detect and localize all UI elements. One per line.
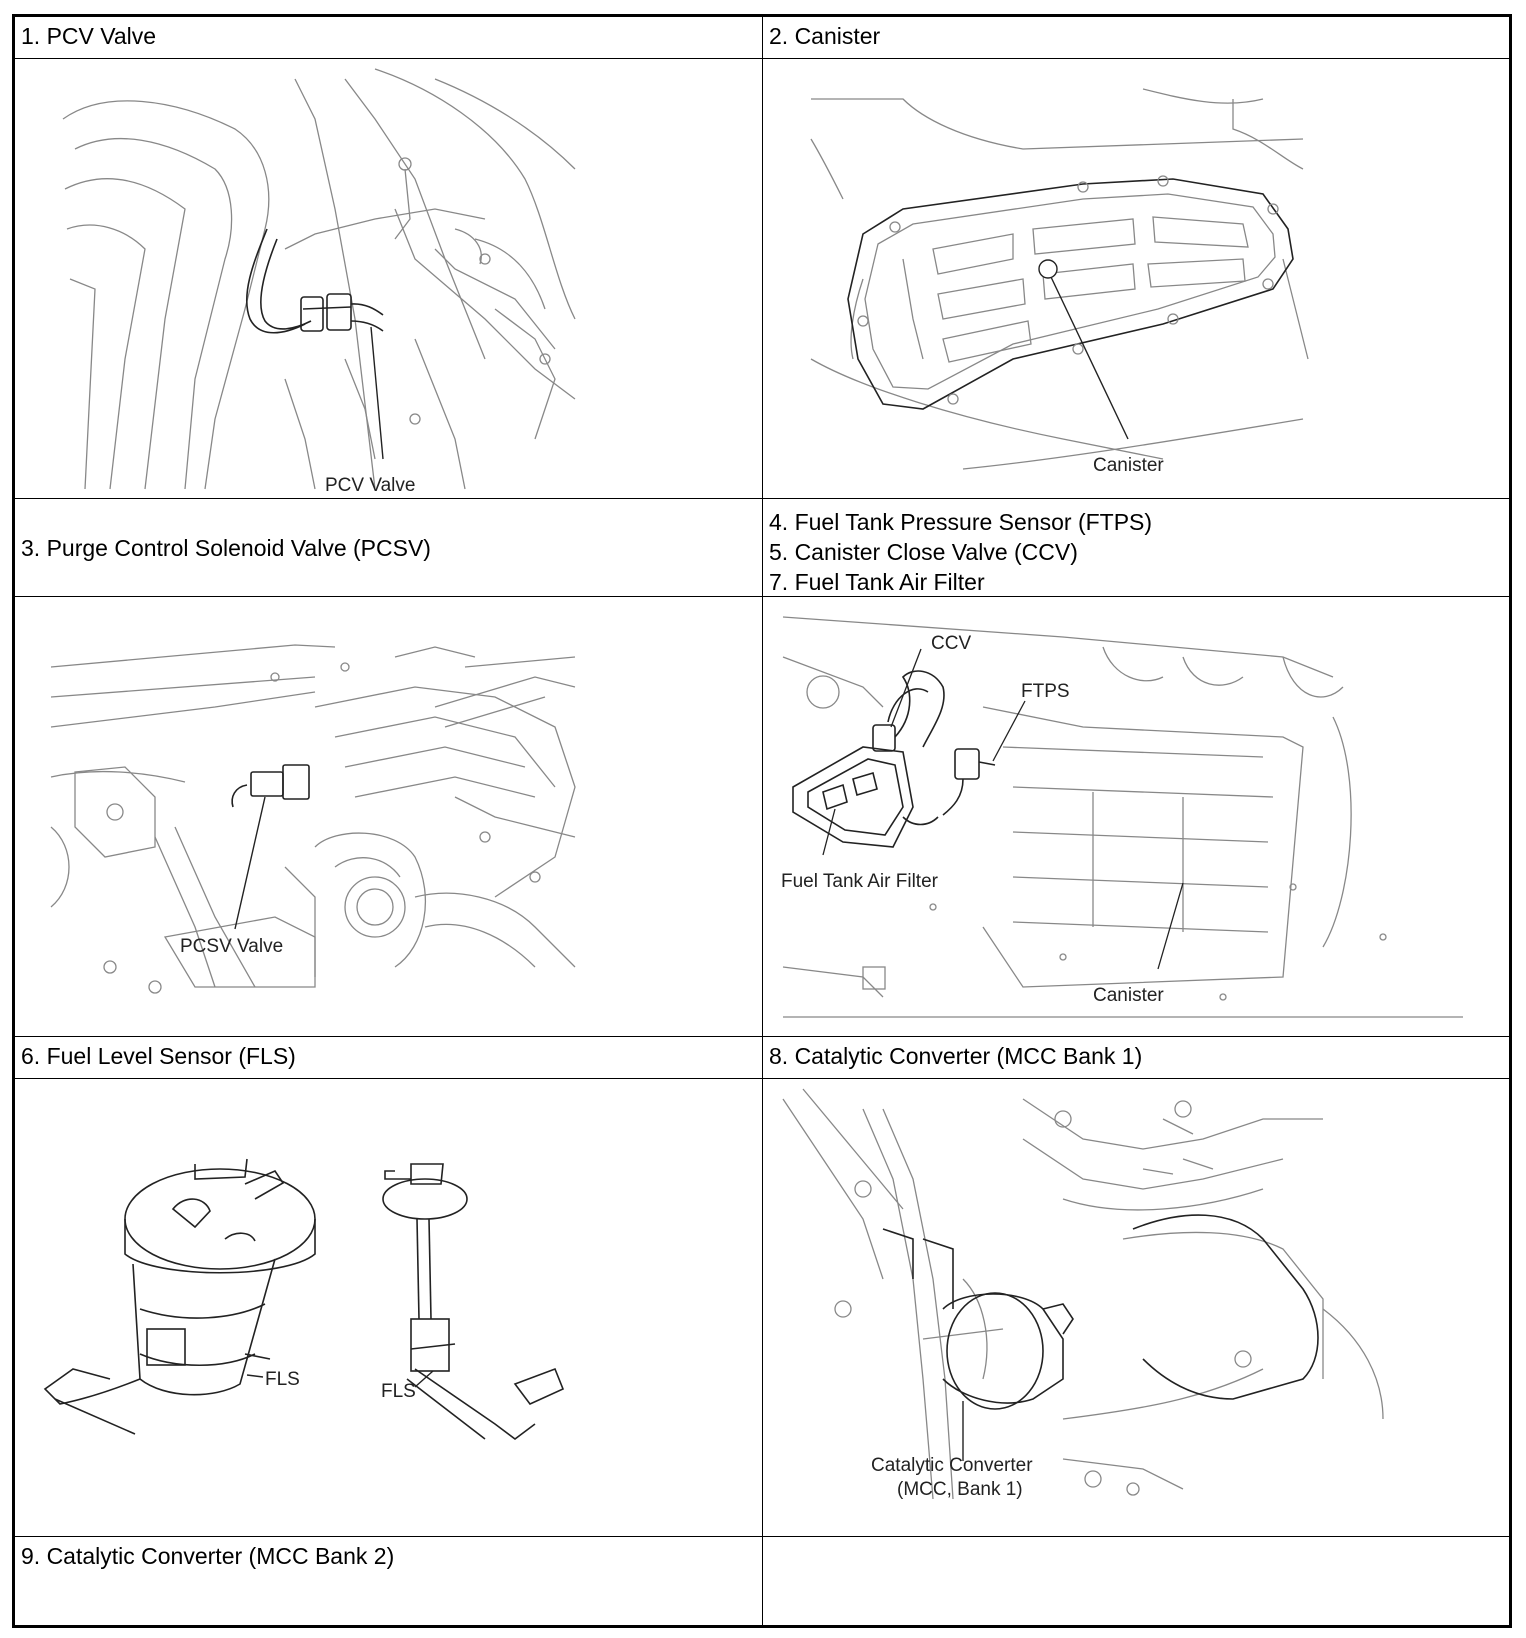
ftps-ccv-filter-diagram-icon: CCV FTPS Fuel Tank Air Filter Canister (781, 616, 1463, 1018)
row-header-3: 6. Fuel Level Sensor (FLS) 8. Catalytic … (15, 1037, 1509, 1079)
pcsv-valve-diagram-icon: PCSV Valve (50, 644, 576, 994)
pcsv-heading-cell: 3. Purge Control Solenoid Valve (PCSV) (15, 499, 763, 596)
fls-heading: 6. Fuel Level Sensor (FLS) (15, 1037, 763, 1078)
mcc-bank1-figure-cell: Catalytic Converter (MCC, Bank 1) (763, 1079, 1509, 1536)
catalytic-converter-diagram-icon: Catalytic Converter (MCC, Bank 1) (782, 1088, 1384, 1500)
mcc-callout-line1: Catalytic Converter (871, 1455, 1033, 1476)
fls-callout-left: FLS (265, 1369, 300, 1390)
row-images-3: FLS FLS (15, 1079, 1509, 1537)
row-images-1: PCV Valve (15, 59, 1509, 499)
mcc-callout-line2: (MCC, Bank 1) (897, 1479, 1023, 1500)
ftps-callout: FTPS (1021, 681, 1070, 702)
canister-callout-2: Canister (1093, 985, 1164, 1006)
pcv-valve-heading: 1. PCV Valve (15, 17, 763, 58)
air-filter-heading: 7. Fuel Tank Air Filter (769, 569, 985, 595)
ftps-ccv-filter-heading-cell: 4. Fuel Tank Pressure Sensor (FTPS) 5. C… (763, 499, 1509, 596)
pcv-valve-figure-cell: PCV Valve (15, 59, 763, 498)
pcsv-valve-callout: PCSV Valve (180, 936, 283, 957)
pcv-valve-callout: PCV Valve (325, 475, 415, 496)
mcc-bank1-heading: 8. Catalytic Converter (MCC Bank 1) (769, 1043, 1143, 1069)
pcv-valve-diagram-icon: PCV Valve (62, 68, 576, 496)
fls-callout-right: FLS (381, 1381, 416, 1402)
fls-figure-cell: FLS FLS (15, 1079, 763, 1536)
canister-diagram-icon: Canister (810, 88, 1309, 476)
canister-callout: Canister (1093, 455, 1164, 476)
pcsv-heading: 3. Purge Control Solenoid Valve (PCSV) (21, 534, 431, 561)
component-location-table: 1. PCV Valve 2. Canister (12, 14, 1512, 1628)
empty-heading (763, 1537, 1509, 1625)
fuel-tank-air-filter-callout: Fuel Tank Air Filter (781, 871, 939, 892)
ftps-heading: 4. Fuel Tank Pressure Sensor (FTPS) (769, 509, 1153, 535)
ccv-callout: CCV (931, 633, 971, 654)
ccv-heading: 5. Canister Close Valve (CCV) (769, 539, 1078, 565)
fuel-level-sensor-diagram-icon: FLS FLS (43, 1158, 565, 1440)
row-images-2: PCSV Valve (15, 597, 1509, 1037)
row-header-2: 3. Purge Control Solenoid Valve (PCSV) 4… (15, 499, 1509, 597)
row-header-1: 1. PCV Valve 2. Canister (15, 17, 1509, 59)
canister-heading: 2. Canister (769, 23, 881, 49)
canister-figure-cell: Canister (763, 59, 1509, 498)
ftps-ccv-filter-figure-cell: CCV FTPS Fuel Tank Air Filter Canister (763, 597, 1509, 1036)
row-header-4: 9. Catalytic Converter (MCC Bank 2) (15, 1537, 1509, 1625)
mcc-bank2-heading: 9. Catalytic Converter (MCC Bank 2) (15, 1537, 763, 1625)
pcsv-figure-cell: PCSV Valve (15, 597, 763, 1036)
